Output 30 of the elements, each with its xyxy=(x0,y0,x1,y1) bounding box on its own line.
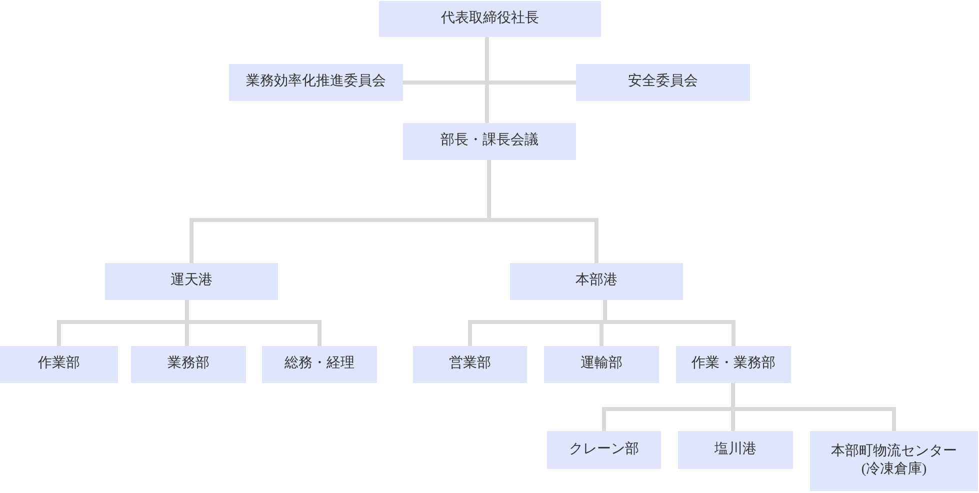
node-label: 部長・課長会議 xyxy=(440,132,538,150)
node-label: 営業部 xyxy=(449,355,491,374)
org-box xyxy=(131,346,246,383)
org-box xyxy=(810,431,978,491)
node-label: 作業・業務部 xyxy=(692,355,776,374)
org-box xyxy=(510,263,683,300)
node-label: 本部町物流センター(冷凍倉庫) xyxy=(830,442,958,479)
org-box xyxy=(0,346,118,383)
node-label: 塩川港 xyxy=(714,440,756,459)
org-box xyxy=(547,431,661,469)
node-label: 業務効率化推進委員会 xyxy=(246,73,386,92)
node-label: 代表取締役社長 xyxy=(441,10,539,28)
org-box xyxy=(576,64,750,101)
org-box xyxy=(544,346,659,383)
org-box xyxy=(379,1,601,37)
org-box xyxy=(676,346,791,383)
node-label: 運天港 xyxy=(170,272,212,290)
org-box xyxy=(262,346,377,383)
node-label: 安全委員会 xyxy=(628,73,698,92)
org-box xyxy=(229,64,403,101)
node-label: クレーン部 xyxy=(569,440,639,459)
org-box xyxy=(413,346,527,383)
node-label: 本部港 xyxy=(576,272,618,290)
org-box xyxy=(105,263,278,300)
node-label: 総務・経理 xyxy=(284,355,354,374)
org-box xyxy=(678,431,793,469)
node-label: 業務部 xyxy=(168,355,210,374)
node-label: 作業部 xyxy=(38,355,80,374)
org-box xyxy=(403,123,576,160)
node-label: 運輸部 xyxy=(580,355,622,374)
